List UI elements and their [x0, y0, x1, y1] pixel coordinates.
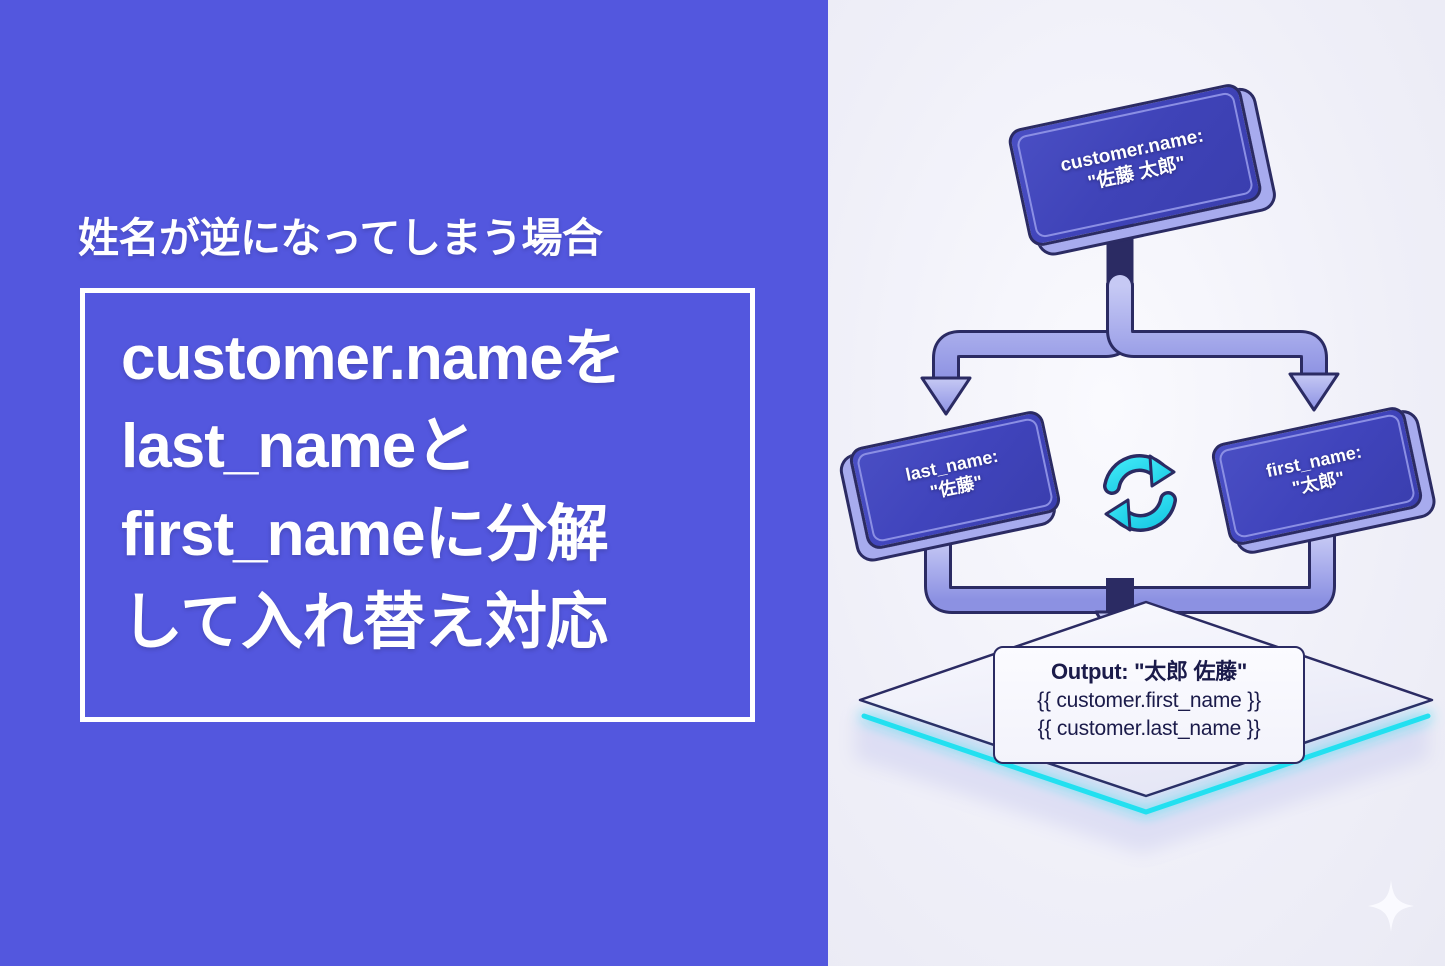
output-headline: Output: "太郎 佐藤"	[1051, 659, 1247, 684]
title-line-3: first_nameに分解	[121, 500, 609, 570]
right-diagram-panel: customer.name: "佐藤 太郎" last_name: "佐藤" f…	[828, 0, 1445, 966]
title-line-1: customer.nameを	[121, 324, 625, 393]
connector-split-right	[1106, 272, 1340, 412]
connector-split-left	[920, 272, 1134, 416]
output-card: Output: "太郎 佐藤" {{ customer.first_name }…	[993, 646, 1305, 764]
eyebrow-heading: 姓名が逆になってしまう場合	[78, 215, 603, 261]
title-lines: customer.nameを last_nameと first_nameに分解 …	[121, 315, 761, 667]
platform-glow-edge	[861, 713, 1431, 815]
connector-merge-left	[924, 526, 1122, 614]
left-text-panel: 姓名が逆になってしまう場合 customer.nameを last_nameと …	[0, 0, 828, 966]
title-frame-box: customer.nameを last_nameと first_nameに分解 …	[80, 288, 755, 722]
output-template-line-2: {{ customer.last_name }}	[1037, 717, 1261, 741]
title-line-2: last_nameと	[121, 412, 477, 482]
title-line-4: して入れ替え対応	[121, 588, 608, 658]
connector-merge-right	[1118, 522, 1336, 614]
swap-circular-arrows-icon	[1103, 454, 1177, 532]
output-template-line-1: {{ customer.first_name }}	[1037, 688, 1261, 712]
